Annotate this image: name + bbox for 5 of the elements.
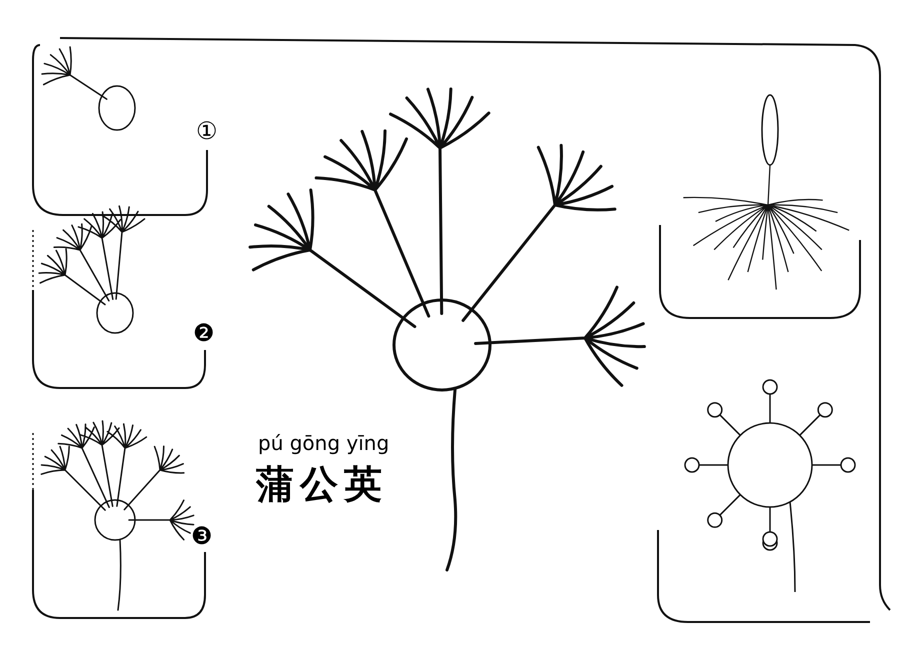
step-number: ❸ [191, 523, 213, 550]
chinese-title: 蒲公英 [256, 463, 388, 505]
pinyin-text: pú gōng yīng [258, 432, 390, 454]
step-number: ❷ [193, 320, 215, 346]
step-number: ① [196, 118, 218, 144]
